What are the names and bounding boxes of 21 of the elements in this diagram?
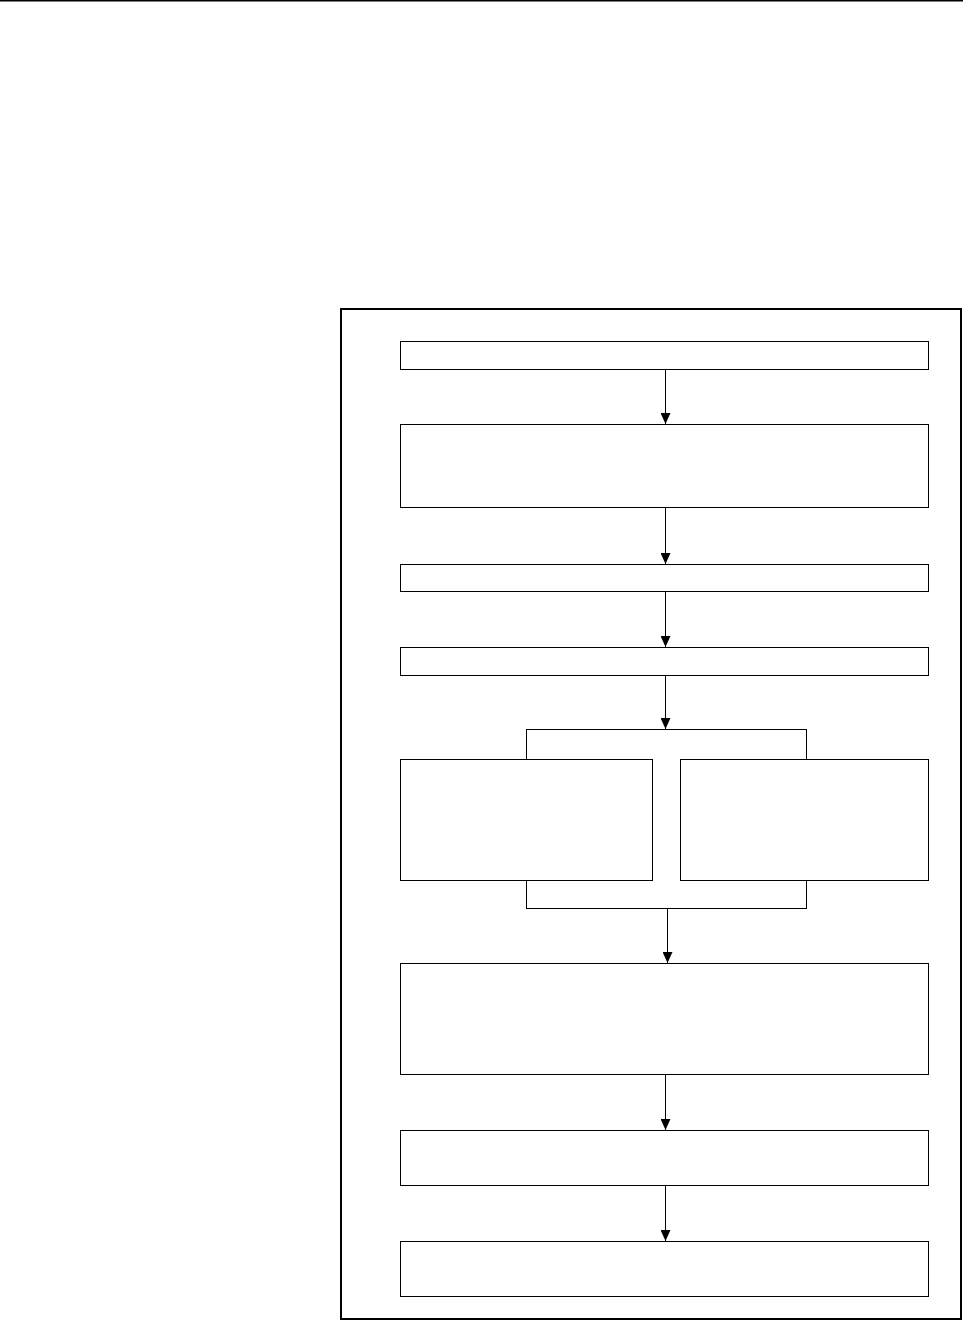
process-box: [400, 341, 929, 370]
process-box: [400, 424, 929, 508]
arrow: [660, 675, 671, 730]
connector-line: [526, 880, 527, 909]
outer-frame: [340, 308, 962, 1320]
process-box: [400, 963, 929, 1075]
connector-line: [806, 729, 807, 760]
process-box: [680, 759, 929, 881]
process-box: [400, 1130, 929, 1186]
arrow: [660, 369, 671, 425]
arrow: [660, 1074, 671, 1131]
connector-line: [806, 880, 807, 909]
process-box: [400, 1241, 929, 1297]
process-box: [400, 759, 653, 881]
arrow: [660, 1185, 671, 1242]
process-box: [400, 564, 929, 592]
arrow: [660, 591, 671, 648]
arrow: [660, 507, 671, 565]
connector-line: [526, 729, 527, 760]
process-box: [400, 647, 929, 676]
arrow: [662, 908, 673, 964]
